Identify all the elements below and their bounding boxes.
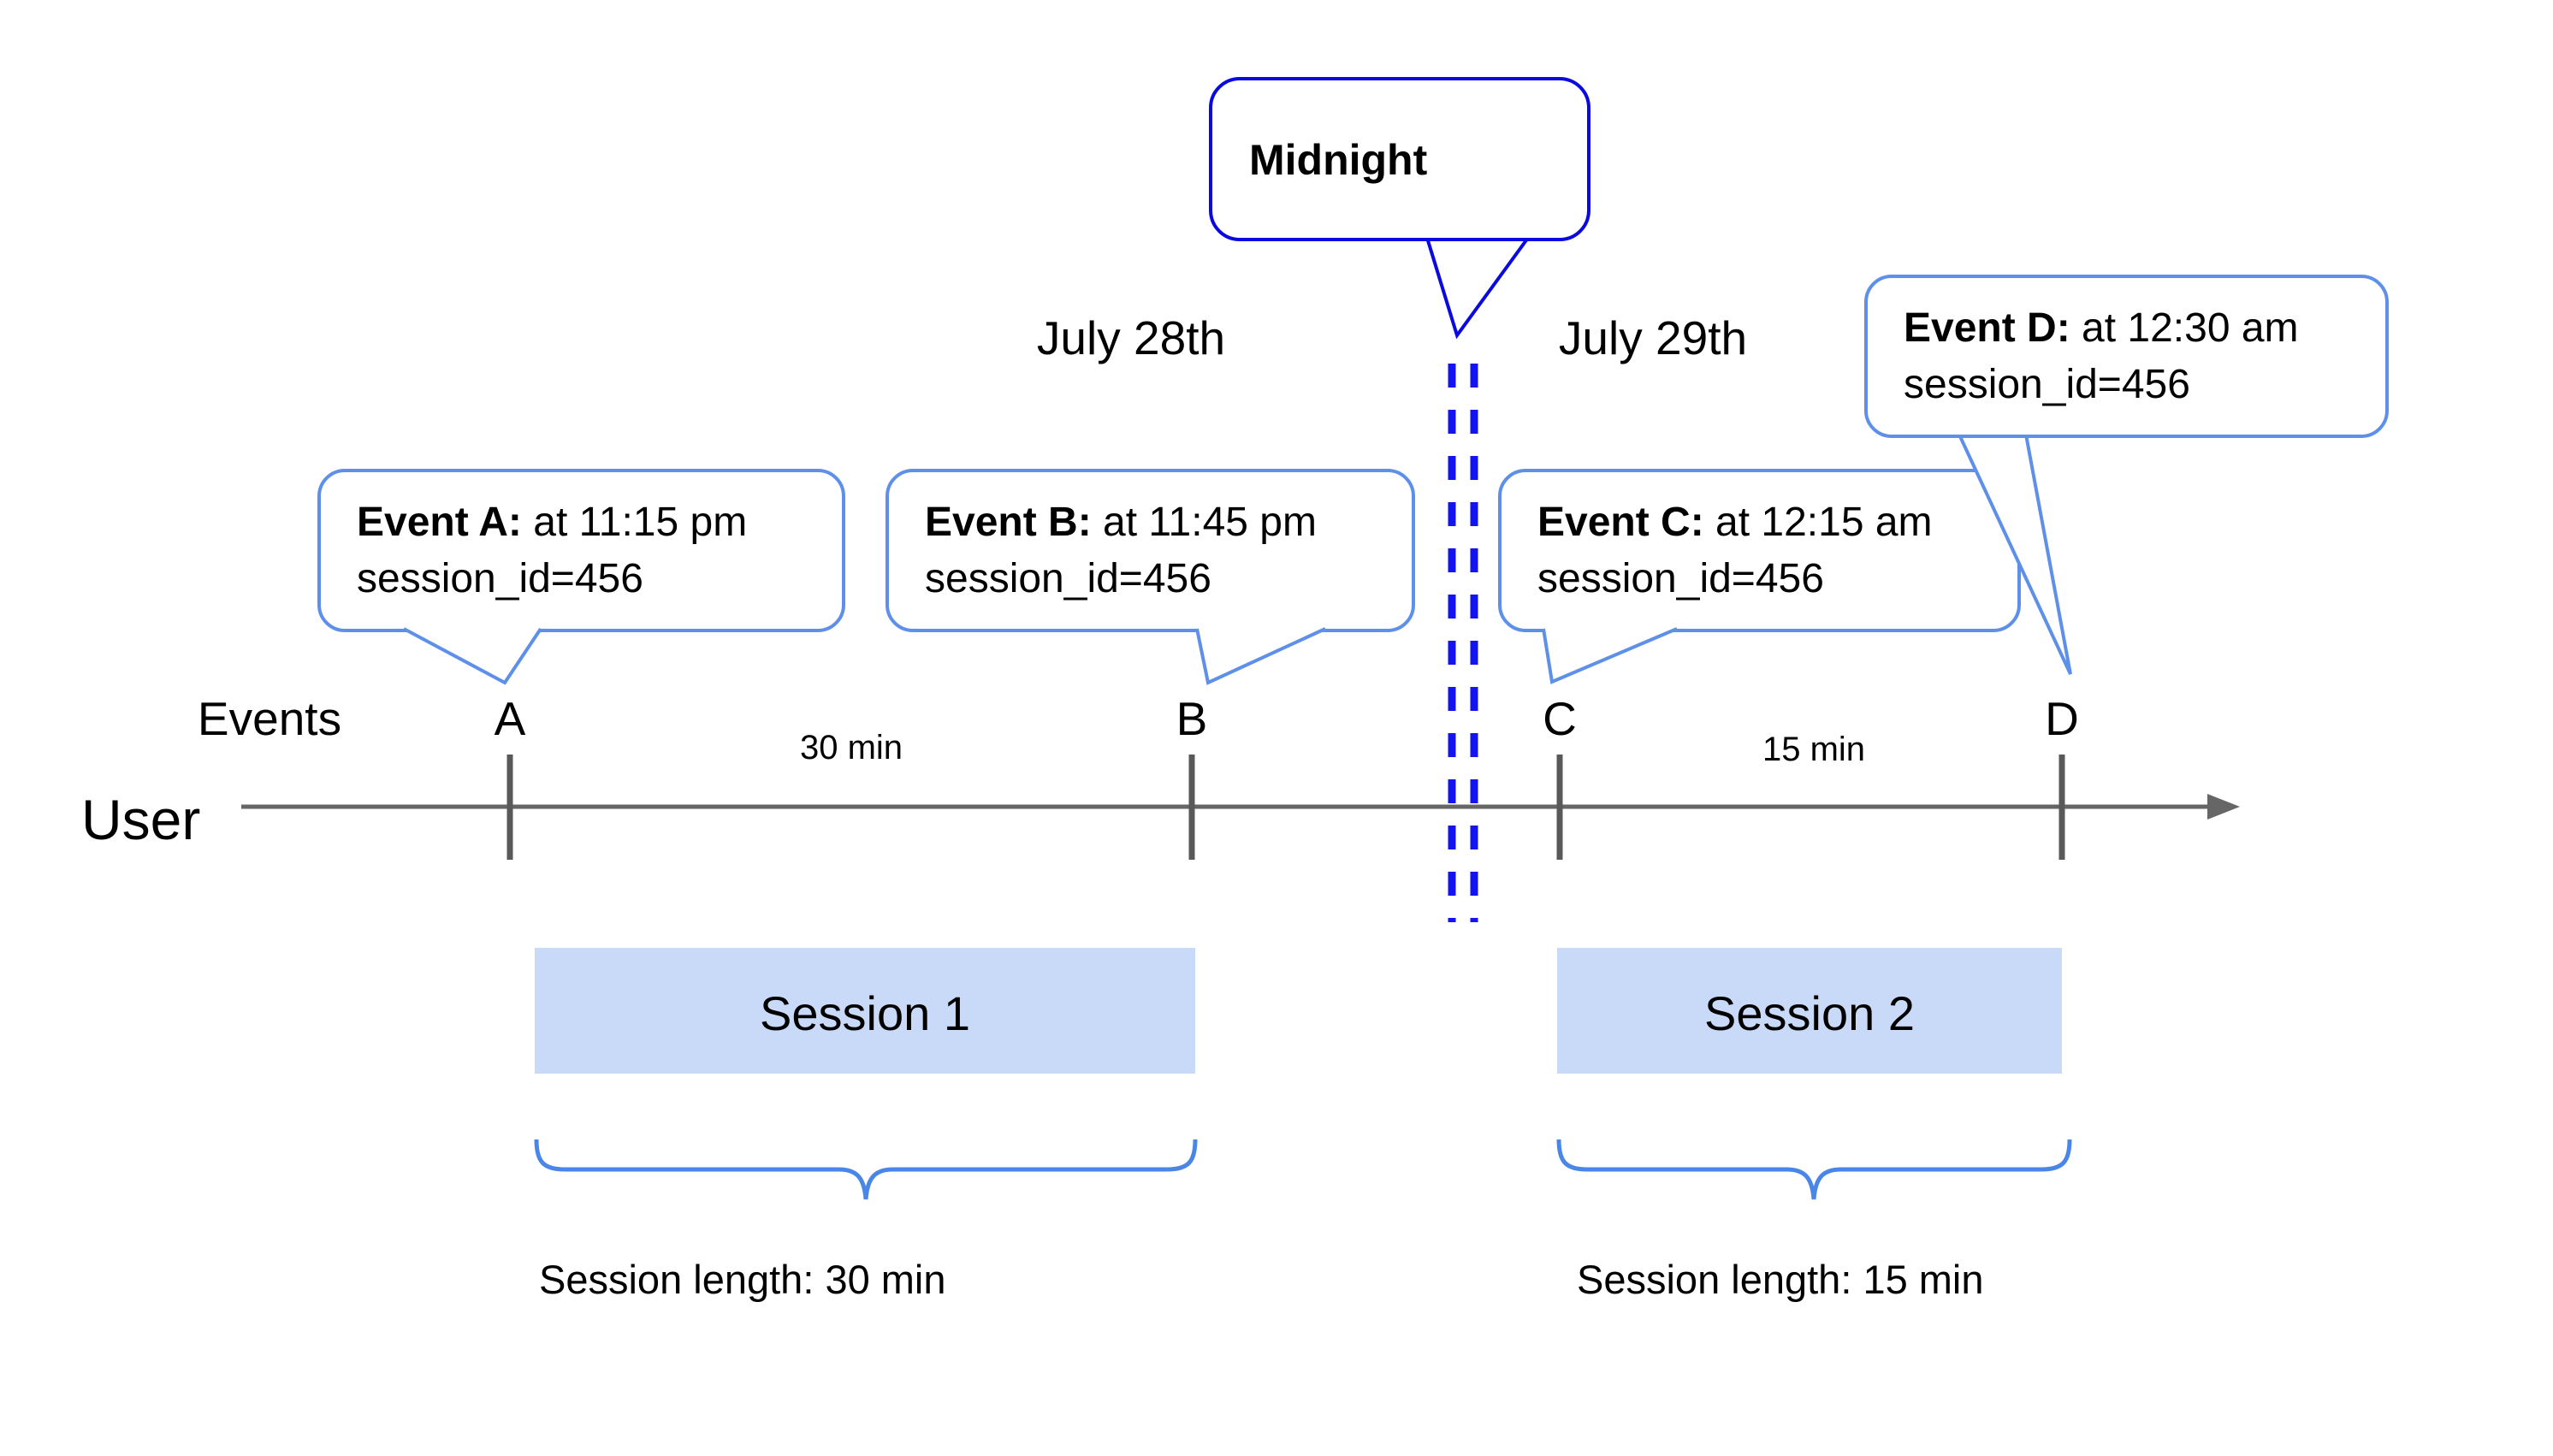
midnight-label: Midnight [1249, 136, 1428, 184]
session-2-box [1557, 948, 2062, 1074]
event-d-callout-bubble [1864, 275, 2389, 438]
event-d-title: Event D: [1904, 305, 2070, 351]
event-marker-c: C [1543, 692, 1577, 745]
event-a-title: Event A: [357, 500, 522, 545]
user-row-label: User [81, 788, 201, 851]
session-1-length-label: Session length: 30 min [539, 1257, 946, 1302]
event-a-callout-bubble [317, 469, 845, 632]
event-c-line1: Event C: at 12:15 am [1537, 494, 1933, 551]
day-label-july-28: July 28th [1036, 311, 1226, 364]
session-1-brace [534, 1139, 1198, 1200]
event-b-session-id: session_id=456 [925, 556, 1211, 601]
event-marker-b: B [1176, 692, 1208, 745]
midnight-callout-bubble [1209, 77, 1590, 241]
event-b-callout-bubble [886, 469, 1415, 632]
event-a-callout-tail [403, 627, 542, 685]
event-d-time: at 12:30 am [2070, 305, 2299, 351]
event-a-session-id: session_id=456 [357, 556, 643, 601]
event-c-title: Event C: [1537, 500, 1704, 545]
event-a-callout-text: Event A: at 11:15 pm session_id=456 [357, 494, 747, 607]
session-1-label: Session 1 [760, 986, 970, 1040]
event-d-callout-tail [1958, 434, 2072, 675]
axis-arrowhead-icon [2207, 794, 2240, 820]
session-2-label: Session 2 [1704, 986, 1915, 1040]
event-a-line1: Event A: at 11:15 pm [357, 494, 747, 551]
day-label-july-29: July 29th [1558, 311, 1748, 364]
event-d-line1: Event D: at 12:30 am [1904, 300, 2299, 357]
session-2-brace [1556, 1139, 2072, 1200]
event-a-time: at 11:15 pm [521, 500, 748, 545]
event-d-callout-text: Event D: at 12:30 am session_id=456 [1904, 300, 2299, 413]
event-c-callout-tail [1542, 627, 1678, 684]
session-1-box [535, 948, 1195, 1074]
event-marker-d: D [2045, 692, 2079, 745]
event-b-callout-tail [1195, 627, 1326, 685]
event-d-session-id: session_id=456 [1904, 362, 2190, 407]
midnight-callout-tail [1425, 236, 1530, 340]
events-row-label: Events [197, 692, 342, 745]
event-b-title: Event B: [925, 500, 1092, 545]
event-c-time: at 12:15 am [1703, 500, 1933, 545]
event-b-callout-text: Event B: at 11:45 pm session_id=456 [925, 494, 1317, 607]
event-b-time: at 11:45 pm [1091, 500, 1317, 545]
interval-label-30min: 30 min [799, 729, 903, 766]
interval-label-15min: 15 min [1762, 731, 1866, 768]
event-b-line1: Event B: at 11:45 pm [925, 494, 1317, 551]
event-c-session-id: session_id=456 [1537, 556, 1824, 601]
event-marker-a: A [494, 692, 526, 745]
session-2-length-label: Session length: 15 min [1577, 1257, 1984, 1302]
event-c-callout-text: Event C: at 12:15 am session_id=456 [1537, 494, 1933, 607]
